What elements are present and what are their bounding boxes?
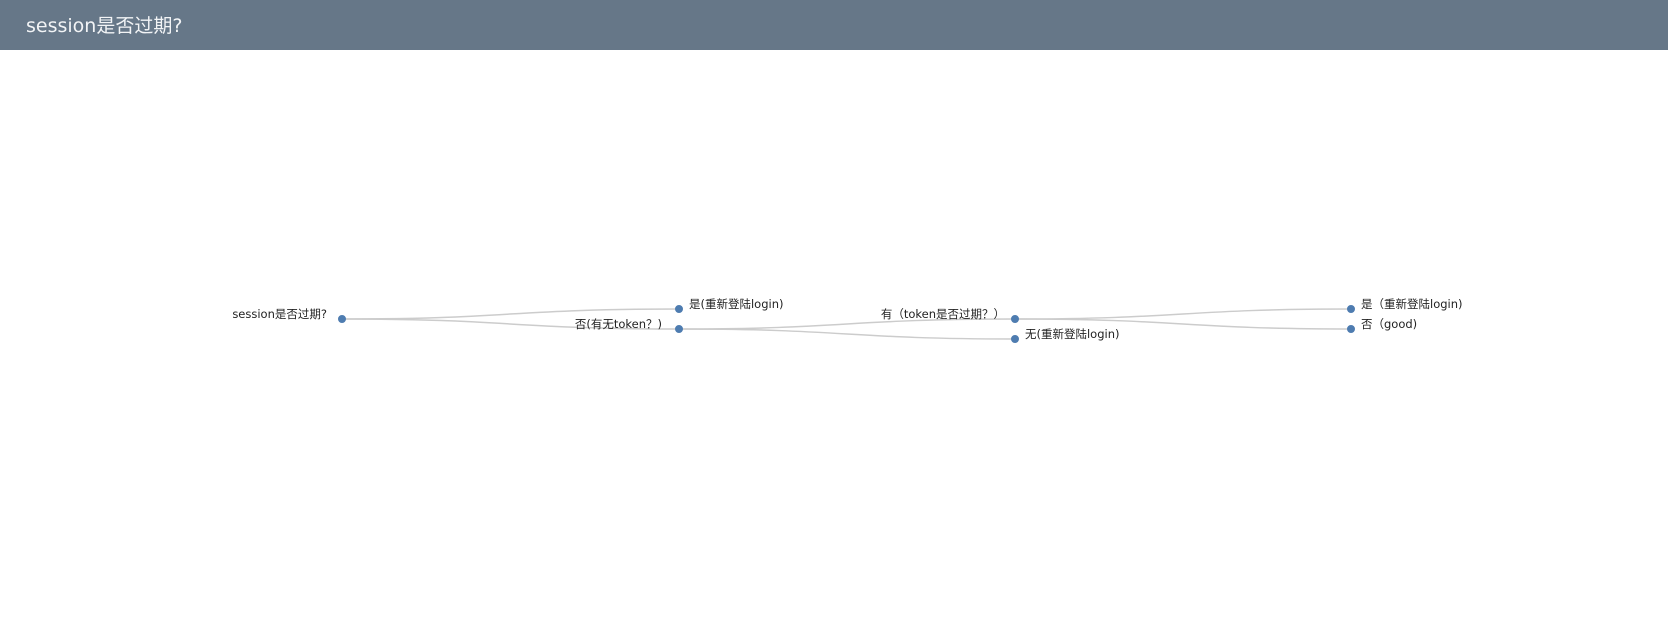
node-label: 否（good)	[1361, 317, 1417, 331]
tree-link-no-none	[678, 328, 1016, 340]
node-dot	[675, 305, 683, 313]
tree-node-yes-relogin[interactable]: 是(重新登陆login)	[675, 297, 784, 313]
node-label: 有（token是否过期？）	[881, 307, 1005, 321]
tree-node-root[interactable]: session是否过期?	[232, 307, 346, 323]
node-dot	[1347, 305, 1355, 313]
node-label: 是(重新登陆login)	[689, 297, 784, 311]
node-dot	[1011, 315, 1019, 323]
tree-link-root-yes	[341, 308, 680, 320]
page-header: session是否过期?	[0, 0, 1668, 50]
node-dot	[1011, 335, 1019, 343]
page-title: session是否过期?	[26, 15, 183, 37]
node-label: 否(有无token？)	[575, 317, 662, 331]
node-dot	[675, 325, 683, 333]
tree-link-has-yes	[1014, 308, 1352, 320]
node-label: 无(重新登陆login)	[1025, 327, 1120, 341]
node-label: 是（重新登陆login)	[1361, 297, 1463, 311]
tree-link-has-no	[1014, 318, 1352, 330]
tree-node-has-token[interactable]: 有（token是否过期？）	[881, 307, 1019, 323]
tree-link-root-no	[341, 318, 680, 330]
tree-node-token-expired-yes[interactable]: 是（重新登陆login)	[1347, 297, 1463, 313]
tree-node-no-token[interactable]: 否(有无token？)	[575, 317, 683, 333]
node-dot	[1347, 325, 1355, 333]
tree-link-no-has	[678, 318, 1016, 330]
tree-node-no-token-relogin[interactable]: 无(重新登陆login)	[1011, 327, 1120, 343]
node-dot	[338, 315, 346, 323]
tree-node-token-expired-no[interactable]: 否（good)	[1347, 317, 1418, 333]
node-label: session是否过期?	[232, 307, 327, 321]
